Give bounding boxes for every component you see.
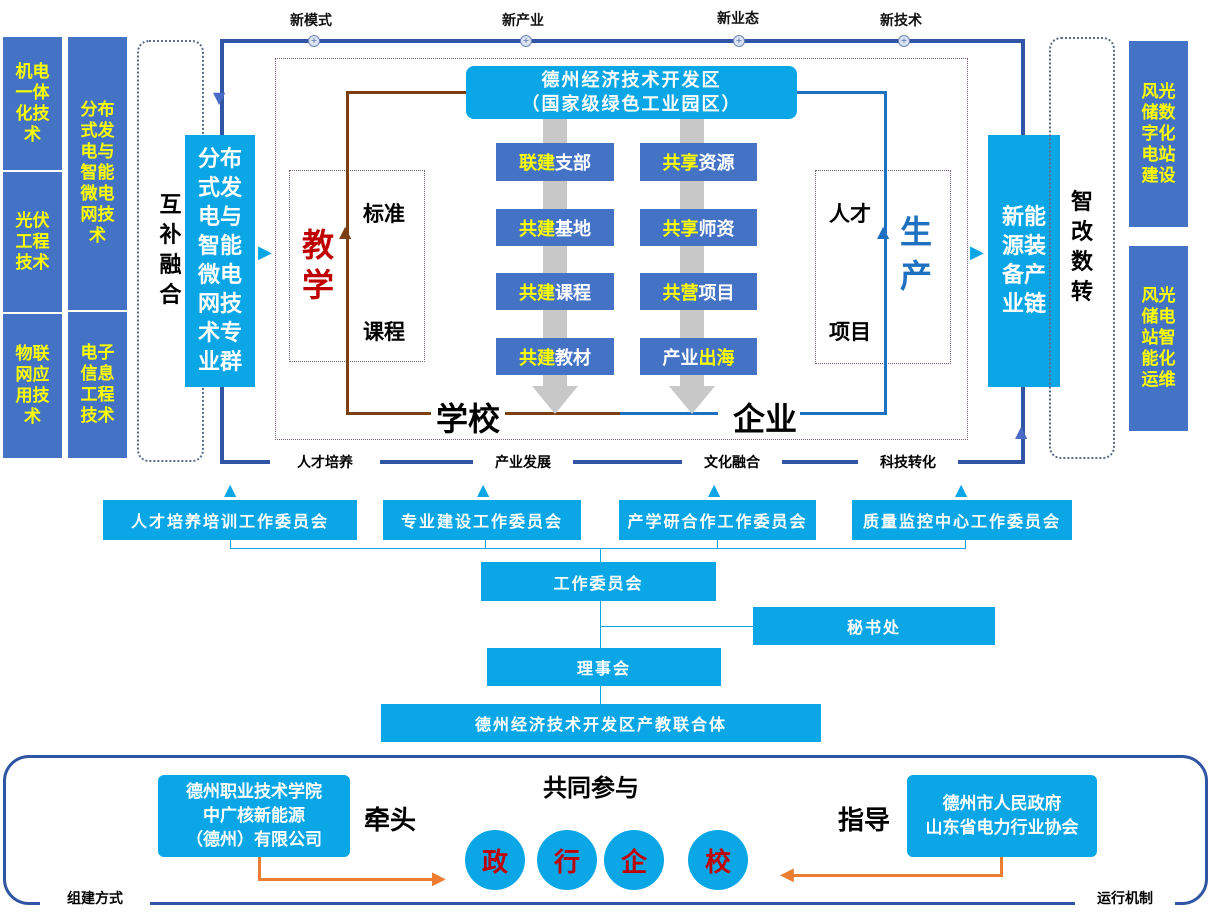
arrow-right-icon: ▶ (970, 242, 984, 263)
orange-arrow (258, 878, 438, 881)
operation-caption: 运行机制 (1075, 888, 1175, 910)
arrow-up-icon: ▲ (224, 480, 237, 499)
bottom-label: 文化融合 (682, 452, 782, 472)
frame-top (220, 39, 1025, 43)
committee-box: 人才培养培训工作委员会 (103, 500, 357, 540)
committee-box: 质量监控中心工作委员会 (852, 500, 1072, 540)
major-box: 光伏工程技术 (3, 172, 62, 312)
formation-caption: 组建方式 (40, 888, 150, 910)
zone-subtitle: （国家级绿色工业园区） (521, 93, 742, 115)
teaching-label: 教学 (302, 226, 335, 304)
loop-line (884, 91, 887, 415)
connector-line (600, 548, 601, 708)
connector-line (600, 626, 755, 627)
right-bracket: 智改数转 (1049, 37, 1115, 459)
school-action: 共建基地 (496, 209, 614, 246)
guide-label: 指导 (838, 806, 891, 836)
formation-frame (3, 755, 1208, 905)
enterprise-action: 共享师资 (640, 209, 757, 246)
connector-icon: + (733, 35, 745, 47)
loop-line (346, 91, 349, 415)
top-label: 新技术 (880, 13, 922, 29)
alliance-box: 德州经济技术开发区产教联合体 (381, 704, 821, 742)
zone-box: 德州经济技术开发区（国家级绿色工业园区） (466, 66, 797, 119)
lead-orgs-box: 德州职业技术学院中广核新能源 （德州）有限公司 (158, 775, 350, 857)
inner-area (275, 58, 968, 440)
school-action: 联建支部 (496, 143, 614, 181)
lead-label: 牵头 (364, 806, 417, 836)
arrow-left-icon: ◀ (780, 864, 794, 885)
major-box: 物联网应用技术 (3, 314, 62, 458)
prod-box (815, 170, 951, 364)
arrow-up-icon: ▲ (339, 222, 352, 241)
teach-item: 标准 (363, 202, 405, 226)
major-box: 电子信息工程技术 (68, 312, 127, 458)
guide-orgs-box: 德州市人民政府山东省电力行业协会 (907, 775, 1097, 857)
school-action: 共建课程 (496, 273, 614, 310)
arrow-down-icon: ▼ (213, 88, 226, 107)
prod-item: 项目 (829, 320, 871, 344)
bottom-label: 人才培养 (270, 452, 380, 472)
party-circle: 行 (537, 830, 597, 890)
school-action: 共建教材 (496, 338, 614, 375)
party-circle: 政 (465, 830, 525, 890)
top-label: 新产业 (502, 13, 544, 29)
top-label: 新模式 (290, 13, 332, 29)
party-circle: 校 (688, 830, 748, 890)
connector-line (230, 548, 966, 549)
org: 中广核新能源 (203, 806, 305, 826)
project-box: 风光储数字化电站建设 (1129, 41, 1188, 227)
teach-box (289, 170, 425, 362)
arrow-up-icon: ▲ (708, 480, 721, 499)
flow-arrow-head (669, 386, 715, 414)
enterprise-action: 产业出海 (640, 338, 757, 375)
org: 山东省电力行业协会 (925, 818, 1079, 838)
industry-chain-box: 新能源装备产业链 (988, 135, 1060, 387)
top-label: 新业态 (717, 11, 759, 27)
major-box: 机电一体化技术 (3, 37, 62, 170)
connector-icon: + (308, 35, 320, 47)
arrow-up-icon: ▲ (1015, 422, 1028, 441)
connector-icon: + (520, 35, 532, 47)
work-committee-box: 工作委员会 (481, 562, 716, 601)
enterprise-action: 共享资源 (640, 143, 757, 181)
org: 德州市人民政府 (942, 794, 1062, 814)
committee-box: 产学研合作工作委员会 (619, 500, 816, 540)
loop-line (346, 91, 468, 94)
prod-item: 人才 (829, 202, 871, 226)
joint-label: 共同参与 (543, 774, 639, 802)
committee-box: 专业建设工作委员会 (383, 500, 581, 540)
arrow-up-icon: ▲ (477, 480, 490, 499)
loop-line (346, 412, 431, 415)
secretariat-box: 秘书处 (753, 607, 995, 645)
production-label: 生产 (900, 213, 933, 295)
enterprise-label: 企业 (733, 400, 798, 438)
connector-icon: + (898, 35, 910, 47)
council-box: 理事会 (487, 648, 721, 686)
major-box: 分布式发电与智能微电网技术 (68, 37, 127, 310)
bottom-label: 产业发展 (473, 452, 573, 472)
arrow-right-icon: ▶ (432, 868, 446, 889)
school-label: 学校 (436, 400, 501, 438)
loop-line (797, 91, 887, 94)
org: 德州职业技术学院 (186, 782, 322, 802)
orange-arrow (793, 874, 1003, 877)
bottom-label: 科技转化 (858, 452, 958, 472)
frame-bottom (220, 460, 1025, 464)
arrow-up-icon: ▲ (877, 222, 890, 241)
project-box: 风光储电站智能化运维 (1129, 246, 1188, 431)
major-group-box: 分布式发电与智能微电网技术专业群 (185, 135, 255, 387)
arrow-right-icon: ▶ (258, 242, 272, 263)
teach-item: 课程 (363, 320, 405, 344)
org: （德州）有限公司 (186, 830, 322, 850)
party-circle: 企 (604, 830, 664, 890)
zone-name: 德州经济技术开发区 (541, 69, 722, 91)
flow-arrow-head (532, 386, 578, 414)
enterprise-action: 共营项目 (640, 273, 757, 310)
loop-line (800, 412, 887, 415)
arrow-up-icon: ▲ (955, 480, 968, 499)
